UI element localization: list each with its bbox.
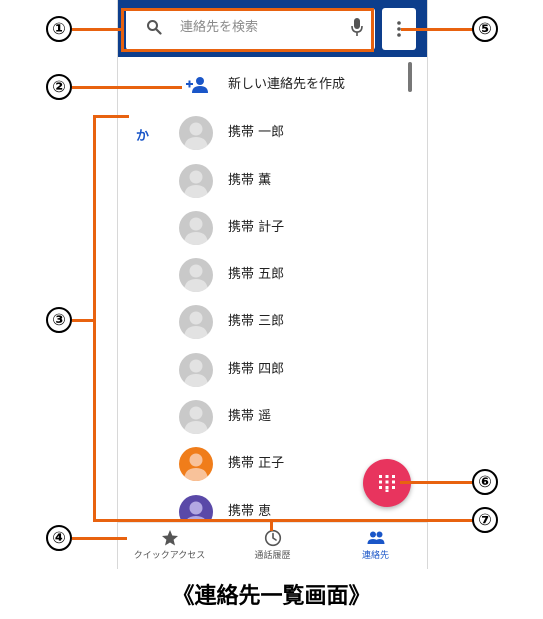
callout-1: ① xyxy=(46,16,72,42)
contact-name: 携帯 恵 xyxy=(228,504,272,519)
person-silhouette-icon xyxy=(184,264,208,292)
contact-name: 携帯 四郎 xyxy=(228,362,285,377)
scrollbar[interactable] xyxy=(408,62,412,92)
people-icon xyxy=(367,531,385,544)
contact-row[interactable]: 携帯 計子 xyxy=(118,205,418,252)
avatar xyxy=(179,258,213,292)
person-silhouette-icon xyxy=(184,359,208,387)
search-highlight-frame xyxy=(121,8,374,52)
nav-label: 連絡先 xyxy=(361,551,389,561)
more-options-icon[interactable] xyxy=(396,20,402,38)
callout-bracket xyxy=(93,115,129,118)
nav-label: クイックアクセス xyxy=(133,551,206,561)
callout-line xyxy=(400,481,473,484)
callout-line xyxy=(401,28,473,31)
nav-tab-contacts[interactable]: 連絡先 xyxy=(324,523,427,569)
contact-name: 携帯 三郎 xyxy=(228,314,285,329)
create-contact-label: 新しい連絡先を作成 xyxy=(228,77,346,92)
person-silhouette-icon xyxy=(184,122,208,150)
callout-7: ⑦ xyxy=(472,507,498,533)
callout-line xyxy=(270,519,273,531)
callout-3: ③ xyxy=(46,307,72,333)
contact-name: 携帯 一郎 xyxy=(228,125,285,140)
person-silhouette-icon xyxy=(184,217,208,245)
callout-line xyxy=(72,319,95,322)
avatar xyxy=(179,447,213,481)
contacts-screen: 連絡先を検索 新しい連絡先を作成 か 携帯 一郎携帯 薫携帯 計子携帯 五郎携帯… xyxy=(117,0,428,569)
avatar xyxy=(179,400,213,434)
contact-row[interactable]: 携帯 一郎 xyxy=(118,110,418,157)
person-silhouette-icon xyxy=(184,311,208,339)
create-contact-button[interactable]: 新しい連絡先を作成 xyxy=(118,62,418,108)
person-silhouette-icon xyxy=(184,453,208,481)
avatar xyxy=(179,211,213,245)
person-silhouette-icon xyxy=(184,406,208,434)
add-person-icon xyxy=(186,77,208,93)
callout-6: ⑥ xyxy=(472,469,498,495)
contact-name: 携帯 薫 xyxy=(228,173,272,188)
callout-5: ⑤ xyxy=(472,16,498,42)
section-index-letter: か xyxy=(136,129,150,144)
contact-row[interactable]: 携帯 三郎 xyxy=(118,299,418,346)
avatar xyxy=(179,305,213,339)
contact-name: 携帯 正子 xyxy=(228,456,285,471)
nav-tab-call-history[interactable]: 通話履歴 xyxy=(221,523,324,569)
dialpad-icon xyxy=(379,475,395,492)
callout-line xyxy=(72,28,122,31)
callout-line xyxy=(270,519,473,522)
contact-name: 携帯 五郎 xyxy=(228,267,285,282)
contact-row[interactable]: 携帯 遥 xyxy=(118,394,418,441)
person-silhouette-icon xyxy=(184,170,208,198)
callout-2: ② xyxy=(46,74,72,100)
avatar xyxy=(179,164,213,198)
nav-tab-quick-access[interactable]: クイックアクセス xyxy=(118,523,221,569)
callout-bracket xyxy=(93,115,96,522)
contact-row[interactable]: 携帯 四郎 xyxy=(118,347,418,394)
callout-4: ④ xyxy=(46,525,72,551)
contact-name: 携帯 計子 xyxy=(228,220,285,235)
callout-bracket xyxy=(93,519,289,522)
star-icon xyxy=(162,530,178,546)
contact-row[interactable]: 携帯 五郎 xyxy=(118,252,418,299)
search-box[interactable] xyxy=(126,8,375,50)
contact-row[interactable]: 携帯 薫 xyxy=(118,158,418,205)
callout-line xyxy=(72,86,182,89)
mic-icon[interactable] xyxy=(350,17,364,37)
callout-line xyxy=(72,537,127,540)
contact-row[interactable]: 携帯 正子 xyxy=(118,441,418,488)
contact-name: 携帯 遥 xyxy=(228,409,272,424)
search-icon xyxy=(147,20,162,35)
avatar xyxy=(179,353,213,387)
clock-icon xyxy=(264,529,282,547)
avatar xyxy=(179,116,213,150)
search-input[interactable]: 連絡先を検索 xyxy=(180,20,259,35)
nav-label: 通話履歴 xyxy=(254,551,291,561)
figure-caption: 《連絡先一覧画面》 xyxy=(172,584,371,609)
